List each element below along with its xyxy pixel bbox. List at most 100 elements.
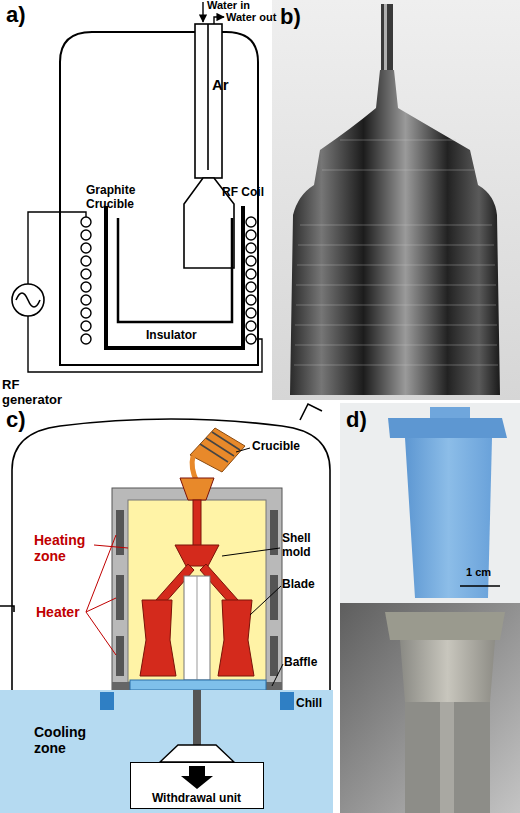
insulator-wall bbox=[106, 206, 243, 348]
furnace-vessel bbox=[0, 606, 14, 612]
withdrawal-funnel bbox=[160, 745, 234, 762]
rf-coil bbox=[81, 269, 91, 279]
rf-wire bbox=[28, 212, 86, 284]
rf-wire bbox=[28, 316, 262, 372]
crystal-photo bbox=[295, 345, 497, 346]
wax-blade-photo bbox=[340, 403, 520, 603]
graphite-crucible bbox=[118, 218, 232, 322]
furnace-vessel bbox=[12, 419, 330, 690]
baffle-plate bbox=[112, 682, 130, 690]
heater-leader bbox=[86, 598, 116, 612]
part-label: Chill bbox=[296, 697, 322, 711]
crystal-photo bbox=[384, 4, 387, 74]
rf-coil bbox=[81, 256, 91, 266]
pouring-crucible bbox=[200, 432, 240, 462]
heating-zone bbox=[112, 488, 282, 690]
water-flow-arrow bbox=[214, 17, 224, 24]
heater-element bbox=[116, 575, 124, 620]
rf-coil bbox=[81, 308, 91, 318]
node-text: Withdrawal unit bbox=[130, 792, 264, 806]
heater-leader bbox=[86, 535, 116, 612]
heater-leader bbox=[86, 535, 128, 655]
shell-mold bbox=[156, 564, 194, 604]
part-label: RF Coil bbox=[222, 186, 264, 200]
heater-element bbox=[270, 636, 278, 676]
part-label: Blade bbox=[282, 578, 315, 592]
wax-blade-photo bbox=[388, 418, 507, 438]
crystal-photo bbox=[294, 365, 498, 366]
shell-mold bbox=[200, 564, 238, 604]
shell-mold bbox=[197, 576, 198, 680]
rf-coil bbox=[246, 282, 256, 292]
withdrawal-funnel bbox=[160, 745, 234, 762]
shell-mold bbox=[140, 478, 254, 680]
rf-coil bbox=[81, 295, 91, 305]
pouring-crucible bbox=[190, 428, 245, 482]
heater-leader bbox=[94, 545, 128, 548]
rf-coil bbox=[81, 217, 256, 344]
crystal-photo bbox=[272, 0, 520, 400]
wax-blade-photo bbox=[430, 407, 470, 419]
zone-label: Heating zone bbox=[34, 532, 96, 564]
rf-coil bbox=[246, 217, 256, 227]
flow-label: Water in bbox=[207, 0, 250, 12]
crystal-photo bbox=[295, 325, 497, 326]
shell-mold bbox=[184, 576, 210, 680]
chill-plate bbox=[130, 680, 266, 690]
rf-wire bbox=[28, 212, 262, 372]
rf-coil bbox=[246, 256, 256, 266]
furnace-vessel bbox=[300, 404, 322, 420]
crystal-photo bbox=[340, 140, 456, 141]
panel-letter: d) bbox=[346, 407, 367, 432]
water-cooled-shaft bbox=[207, 24, 209, 170]
rf-coil bbox=[81, 282, 91, 292]
water-flow-arrow bbox=[202, 2, 203, 22]
part-label: Baffle bbox=[284, 656, 317, 670]
shell-mold bbox=[175, 545, 219, 566]
cast-blade-photo bbox=[440, 702, 454, 813]
leader-line bbox=[272, 664, 283, 686]
furnace-vessel bbox=[0, 404, 330, 690]
cast-blade-photo bbox=[400, 640, 495, 702]
wax-blade-photo bbox=[460, 585, 500, 587]
chill-plate bbox=[130, 680, 266, 690]
part-label: Crucible bbox=[252, 440, 300, 454]
leader-line bbox=[222, 448, 283, 686]
withdrawal-rod bbox=[193, 690, 201, 746]
water-cooled-shaft bbox=[195, 24, 222, 178]
leader-line bbox=[250, 586, 281, 615]
leader-line bbox=[236, 448, 250, 452]
wax-blade-photo bbox=[405, 438, 492, 598]
crystal-photo bbox=[381, 4, 393, 74]
rf-coil bbox=[246, 308, 256, 318]
graphite-crucible bbox=[118, 218, 232, 322]
rf-coil bbox=[246, 295, 256, 305]
rf-coil bbox=[81, 243, 91, 253]
rf-coil bbox=[81, 217, 91, 227]
baffle-plate bbox=[112, 682, 282, 690]
shell-mold bbox=[140, 600, 176, 676]
crystal-photo bbox=[272, 0, 520, 400]
crystal-photo bbox=[296, 285, 496, 286]
panel-letter: a) bbox=[6, 2, 26, 27]
rf-coil bbox=[81, 321, 91, 331]
part-label: Insulator bbox=[146, 329, 197, 343]
insulator-wall bbox=[106, 206, 243, 348]
withdrawal-arrow bbox=[181, 766, 213, 789]
crystal-photo bbox=[296, 305, 496, 306]
crystal-photo bbox=[298, 245, 494, 246]
withdrawal-rod bbox=[193, 690, 201, 746]
withdrawal-unit-box: Withdrawal unit bbox=[130, 762, 264, 809]
cast-blade-photo bbox=[405, 702, 490, 813]
part-label: Shell mold bbox=[282, 532, 330, 560]
cast-blade-photo bbox=[340, 603, 520, 813]
heater-element bbox=[270, 575, 278, 620]
pouring-crucible bbox=[206, 438, 234, 456]
rf-coil bbox=[246, 334, 256, 344]
rf-coil bbox=[81, 334, 91, 344]
rf-coil bbox=[246, 230, 256, 240]
scale-label: 1 cm bbox=[466, 566, 491, 579]
